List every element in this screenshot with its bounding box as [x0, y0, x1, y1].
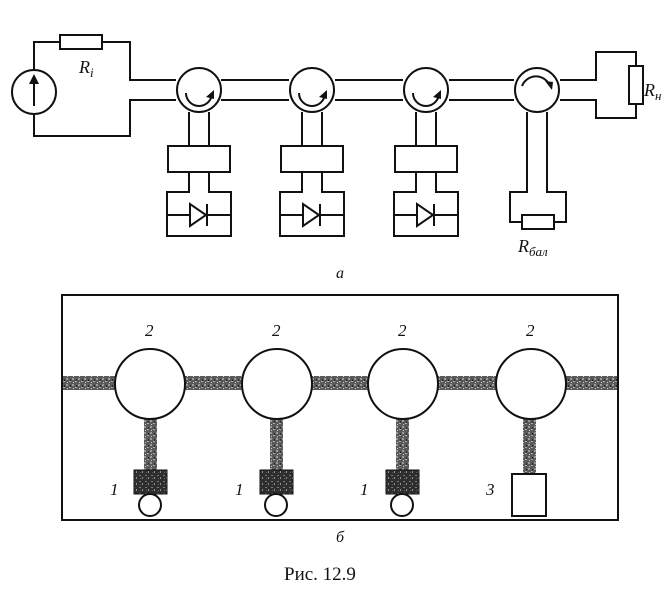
junction-label: 2 — [526, 321, 535, 340]
varactor-pad — [385, 469, 420, 495]
varactor-pad — [133, 469, 168, 495]
ferrite-circulator-disc — [241, 348, 313, 420]
terminal-label: 1 — [110, 480, 119, 499]
ferrite-circulator-disc — [367, 348, 439, 420]
caption-b: б — [336, 529, 345, 546]
terminal-label: 3 — [485, 480, 495, 499]
microstrip-line — [310, 376, 370, 390]
junction-label: 2 — [398, 321, 407, 340]
ballast-load-block — [511, 473, 547, 517]
circulator-icon — [176, 67, 222, 113]
microstrip-line — [184, 376, 244, 390]
varactor-diode-icon — [167, 202, 231, 228]
terminal-label: 1 — [360, 480, 369, 499]
diagram-a — [11, 34, 644, 237]
microstrip-stub — [523, 418, 536, 474]
ballast-resistor-label: Rбал — [517, 236, 548, 259]
voltage-source-icon — [11, 69, 57, 115]
terminal-label: 1 — [235, 480, 244, 499]
microstrip-stub — [270, 418, 283, 470]
source-resistor-label: Ri — [78, 57, 94, 80]
ferrite-circulator-disc — [495, 348, 567, 420]
circulator-branch-3 — [393, 67, 459, 237]
varactor-pad — [259, 469, 294, 495]
circulator-branch-2 — [279, 67, 345, 237]
varactor-diode-icon — [390, 493, 414, 517]
circulator-icon — [289, 67, 335, 113]
circulator-branch-1 — [166, 67, 232, 237]
ballast-resistor-icon — [521, 214, 555, 230]
varactor-diode-icon — [264, 493, 288, 517]
circulator-ballast-branch — [509, 67, 567, 230]
varactor-diode-icon — [280, 202, 344, 228]
main-line-a — [221, 51, 644, 119]
junction-label: 2 — [145, 321, 154, 340]
microstrip-line — [436, 376, 498, 390]
ferrite-circulator-disc — [114, 348, 186, 420]
varactor-diode-icon — [394, 202, 458, 228]
varactor-diode-icon — [138, 493, 162, 517]
load-resistor-icon — [628, 65, 644, 105]
voltage-source-circuit — [11, 34, 176, 137]
source-resistor-icon — [59, 34, 103, 50]
microstrip-stub — [144, 418, 157, 470]
microstrip-stub — [396, 418, 409, 470]
circulator-icon — [514, 67, 560, 113]
microstrip-line — [564, 376, 617, 390]
figure-caption: Рис. 12.9 — [284, 564, 356, 585]
microstrip-line — [63, 376, 118, 390]
junction-label: 2 — [272, 321, 281, 340]
diagram-b — [61, 294, 619, 521]
caption-a: а — [336, 265, 344, 282]
load-resistor-label: Rн — [643, 80, 661, 103]
circulator-icon — [403, 67, 449, 113]
